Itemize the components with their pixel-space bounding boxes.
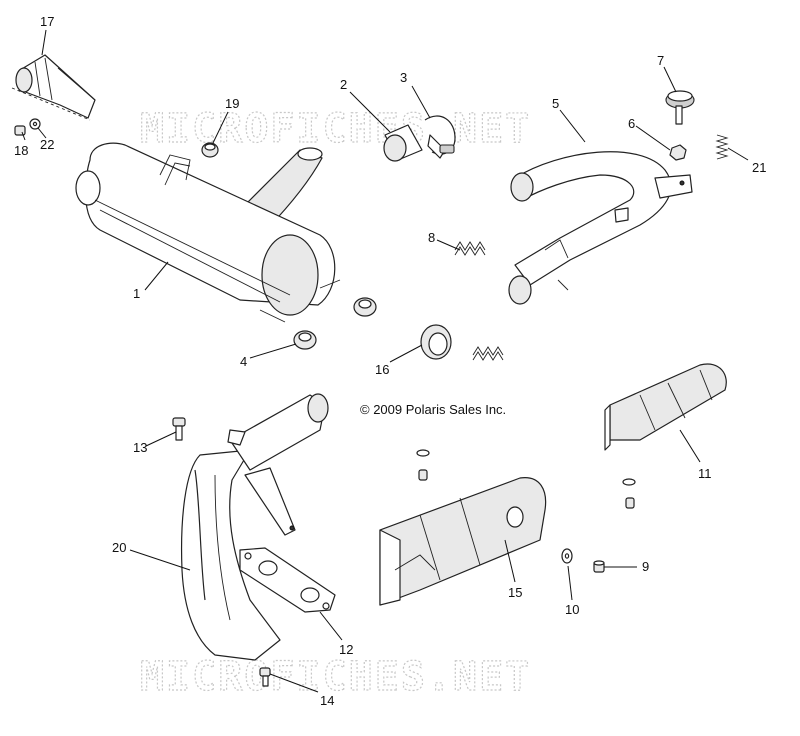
- callout-20: 20: [112, 540, 126, 555]
- bolt-near-15[interactable]: [418, 469, 428, 481]
- callout-4: 4: [240, 354, 247, 369]
- part-3-clamp[interactable]: [424, 115, 456, 159]
- part-17-spark-arrestor[interactable]: [11, 54, 96, 121]
- callout-10: 10: [565, 602, 579, 617]
- part-7-bumper[interactable]: [665, 90, 695, 125]
- grommet-near-muffler[interactable]: [353, 297, 377, 317]
- bolt-upper-right[interactable]: [625, 497, 635, 509]
- callout-17: 17: [40, 14, 54, 29]
- callout-13: 13: [133, 440, 147, 455]
- callout-15: 15: [508, 585, 522, 600]
- part-5-head-pipe[interactable]: [508, 151, 693, 305]
- callout-21: 21: [752, 160, 766, 175]
- callout-12: 12: [339, 642, 353, 657]
- callout-18: 18: [14, 143, 28, 158]
- part-21-spring[interactable]: [715, 134, 729, 160]
- callout-1: 1: [133, 286, 140, 301]
- part-2-sleeve[interactable]: [383, 124, 423, 162]
- leader-lines: [21, 29, 749, 693]
- callout-19: 19: [225, 96, 239, 111]
- part-10-washer[interactable]: [561, 548, 573, 564]
- callout-7: 7: [657, 53, 664, 68]
- callout-3: 3: [400, 70, 407, 85]
- part-6-nut[interactable]: [669, 144, 687, 161]
- callout-22: 22: [40, 137, 54, 152]
- part-13-bolt[interactable]: [172, 417, 186, 441]
- watermark-bottom: MICROFICHES.NET: [140, 654, 531, 700]
- part-16-seal[interactable]: [420, 324, 452, 360]
- spring-near-seal[interactable]: [472, 346, 504, 361]
- part-14-bolt[interactable]: [259, 667, 271, 687]
- part-19-grommet[interactable]: [201, 142, 219, 158]
- callout-2: 2: [340, 77, 347, 92]
- watermark-top: MICROFICHES.NET: [140, 106, 531, 152]
- part-22-washer[interactable]: [29, 118, 41, 130]
- callout-8: 8: [428, 230, 435, 245]
- part-11-heat-shield[interactable]: [604, 363, 727, 451]
- part-1-muffler[interactable]: [75, 142, 341, 323]
- callout-11: 11: [698, 466, 712, 481]
- part-12-gasket[interactable]: [239, 547, 336, 613]
- part-4-grommet[interactable]: [293, 330, 317, 350]
- callout-16: 16: [375, 362, 389, 377]
- callout-14: 14: [320, 693, 334, 708]
- callout-6: 6: [628, 116, 635, 131]
- washer-upper-right[interactable]: [622, 478, 636, 486]
- washer-near-15[interactable]: [416, 449, 430, 457]
- part-18-bolt[interactable]: [14, 125, 26, 136]
- part-8-spring[interactable]: [454, 241, 486, 256]
- part-15-heat-shield[interactable]: [379, 477, 547, 606]
- copyright-text: © 2009 Polaris Sales Inc.: [360, 402, 506, 417]
- part-20-exhaust-header[interactable]: [180, 393, 329, 661]
- callout-labels: 17 18 22 19 1 2 3 4 5 6 7 21 8 16 13 11 …: [14, 14, 766, 708]
- callout-5: 5: [552, 96, 559, 111]
- part-9-bolt[interactable]: [593, 560, 605, 573]
- callout-9: 9: [642, 559, 649, 574]
